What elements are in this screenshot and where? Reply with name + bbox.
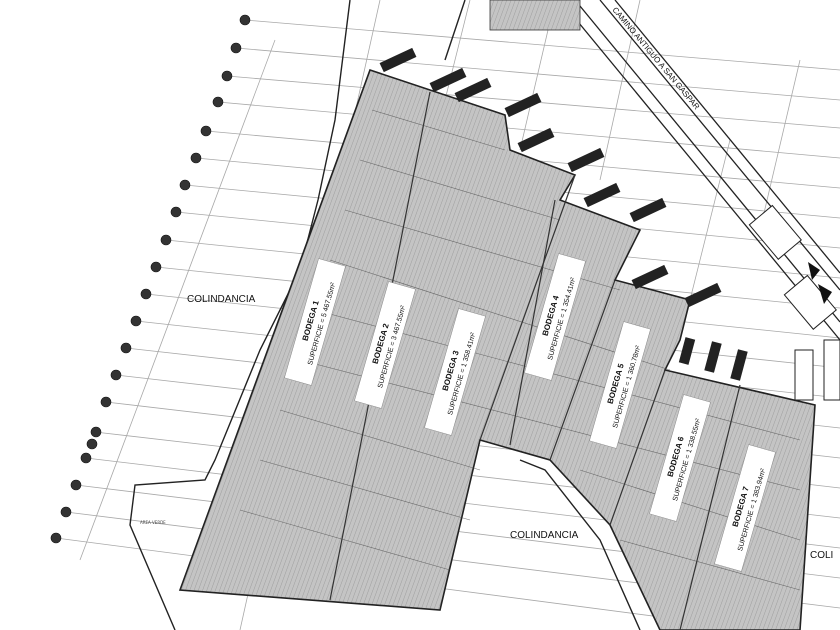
entrance-arrows [808,262,832,304]
survey-markers [50,14,251,544]
loading-docks [379,47,748,381]
colindancia-right-label: COLI [810,550,833,561]
site-boundary [129,0,641,630]
colindancia-bottom-label: COLINDANCIA [510,530,579,541]
access-gate [748,204,840,401]
road-hatch-box [489,0,581,31]
area-small-label: AREA VERDE [140,520,166,525]
colindancia-left-label: COLINDANCIA [187,294,256,305]
road-name: CAMINO ANTIGUO A SAN GASPAR [610,6,701,112]
